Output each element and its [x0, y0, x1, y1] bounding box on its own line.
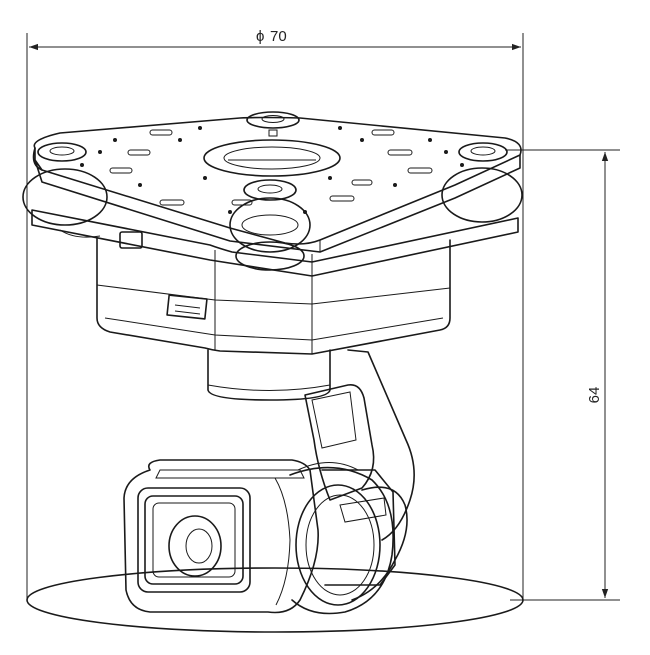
- damping-ball-front: [229, 197, 311, 253]
- envelope-base-ellipse: [26, 567, 524, 633]
- camera-body: [123, 459, 319, 614]
- arm-upper-bracket: [304, 383, 375, 501]
- camera-lens-inner: [185, 528, 213, 564]
- damping-ball-left: [22, 168, 108, 226]
- center-ring: [203, 139, 341, 177]
- plate-holes: [80, 126, 464, 214]
- camera-front-bezel: [137, 487, 251, 593]
- camera-head: [123, 459, 394, 615]
- upper-mount-plate: [32, 111, 522, 253]
- yaw-motor: [207, 349, 331, 401]
- roll-motor-housing: [289, 466, 394, 615]
- height-dimension: 64: [505, 149, 620, 601]
- housing-outline: [96, 237, 451, 355]
- damping-ball-right: [441, 167, 523, 223]
- yaw-motor-body: [207, 349, 331, 401]
- lower-plate-outline: [31, 209, 519, 277]
- lower-mount-plate: [31, 209, 519, 277]
- camera-lens: [168, 515, 222, 577]
- height-value: 64: [586, 387, 603, 404]
- diameter-value: 70: [270, 28, 287, 45]
- plate-slots: [109, 129, 433, 206]
- arm-outer-link: [347, 349, 415, 541]
- diameter-symbol: ϕ: [256, 28, 264, 45]
- gimbal-arm: [304, 349, 415, 601]
- arm-side-plate: [321, 469, 396, 586]
- damping-balls: [22, 167, 523, 271]
- housing-connector: [166, 294, 208, 320]
- corner-screws: [37, 111, 508, 201]
- motor-housing-box: [96, 231, 451, 355]
- diameter-dimension: ϕ 70: [26, 28, 524, 600]
